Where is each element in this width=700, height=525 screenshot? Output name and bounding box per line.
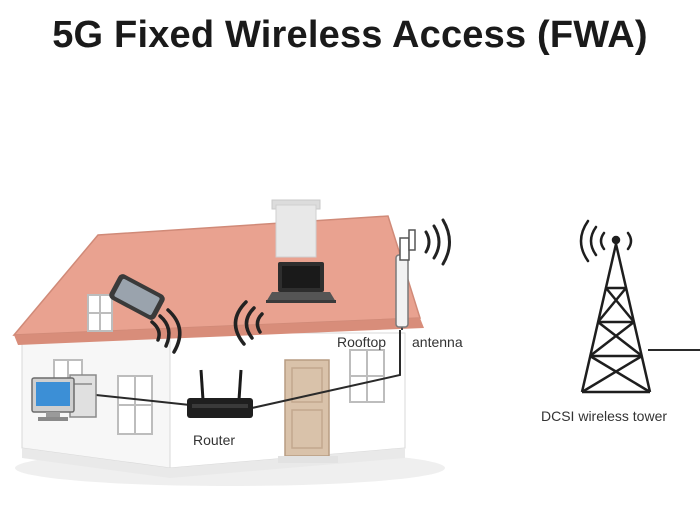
chimney-front [275, 204, 317, 258]
front-window [349, 349, 385, 403]
tower-label: DCSI wireless tower [541, 408, 668, 424]
router-icon [187, 369, 253, 418]
roof [12, 215, 422, 336]
rooftop-antenna-icon [395, 229, 416, 330]
cable-router-antenna [251, 330, 401, 409]
side-window-lower-right [117, 375, 153, 435]
antenna-label: antenna [412, 334, 463, 350]
laptop-icon [266, 262, 336, 303]
phone-signal-waves-icon [150, 308, 182, 354]
side-window-upper [87, 294, 113, 332]
router-label: Router [193, 432, 236, 448]
roof-fascia [14, 318, 424, 345]
cell-tower-icon [580, 235, 652, 394]
antenna-signal-waves-icon [424, 218, 451, 266]
rooftop-label: Rooftop [337, 334, 387, 350]
cable-desktop-router [95, 394, 191, 406]
smartphone-icon [109, 274, 165, 320]
diagram-title: 5G Fixed Wireless Access (FWA) [52, 14, 648, 56]
house-foundation [22, 448, 405, 478]
front-door [278, 359, 338, 463]
desktop-computer-icon [31, 374, 97, 421]
laptop-signal-waves-icon [233, 300, 264, 346]
tower-signal-waves-icon [579, 219, 633, 263]
